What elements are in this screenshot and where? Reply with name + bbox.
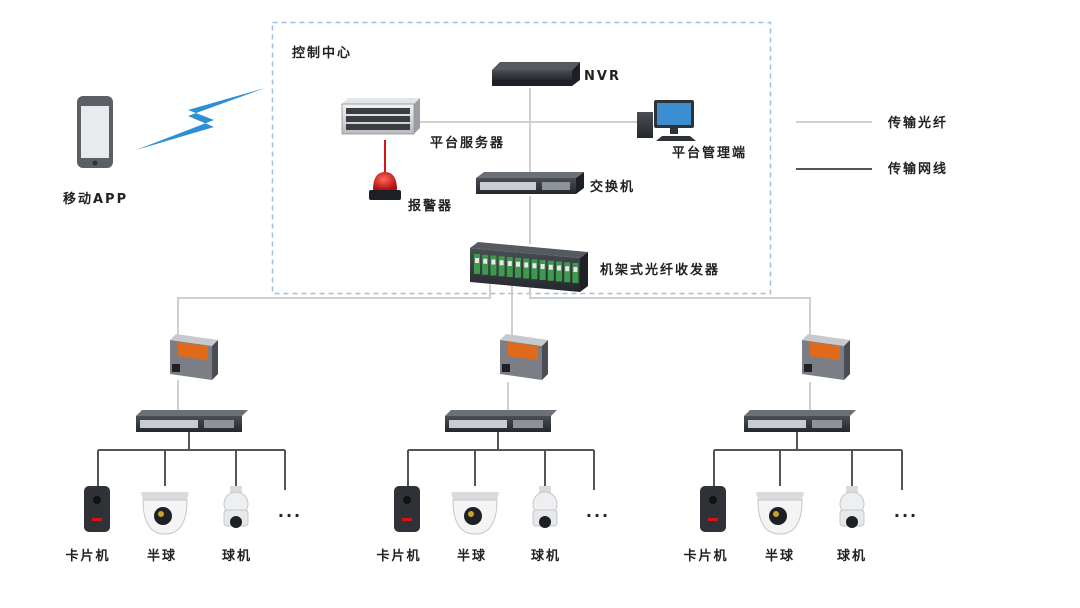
- lightning-icon: [136, 88, 265, 150]
- access-switch-device: [445, 410, 557, 432]
- rack-module-slot: [523, 258, 530, 279]
- switch-label: 交换机: [590, 180, 636, 195]
- branch-3-dome-camera-label: 半球: [764, 549, 796, 564]
- dome-camera-device: [141, 492, 189, 535]
- nvr-device: [492, 62, 580, 86]
- alarm-label: 报警器: [408, 199, 454, 214]
- alarm-device: [369, 140, 401, 200]
- dome-camera-device: [451, 492, 499, 535]
- branch-3-more-indicator: ···: [893, 506, 919, 525]
- rack-module-slot: [556, 261, 562, 282]
- mobile-app-label: 移动APP: [63, 192, 129, 207]
- branch-2-more-indicator: ···: [585, 506, 611, 525]
- rack-module-slot: [564, 262, 571, 283]
- rack-module-slot: [572, 263, 579, 283]
- ptz-camera-device: [223, 486, 249, 528]
- branch-3-card-camera-label: 卡片机: [683, 549, 729, 564]
- branch-2-card-camera-label: 卡片机: [376, 549, 422, 564]
- fiber-distribution-lines: [177, 282, 811, 412]
- access-switch-device: [744, 410, 856, 432]
- legend-fiber-label: 传输光纤: [888, 116, 949, 131]
- media-converter-device: [802, 334, 850, 380]
- rack-module-slot: [498, 256, 505, 277]
- media-converter-device: [170, 334, 218, 380]
- rack-module-slot: [515, 257, 521, 278]
- branch-1-ptz-camera-label: 球机: [221, 549, 253, 564]
- legend-cable-label: 传输网线: [888, 162, 949, 177]
- branch-2-ptz-camera-label: 球机: [530, 549, 562, 564]
- branch-3-ptz-camera-label: 球机: [836, 549, 868, 564]
- branch-1-more-indicator: ···: [277, 506, 303, 525]
- control-center-title: 控制中心: [292, 46, 353, 61]
- control-center-links: [415, 88, 640, 244]
- branch-1: [84, 334, 286, 535]
- access-switch-device: [136, 410, 248, 432]
- branch-2: [394, 334, 595, 535]
- rack-module-slot: [531, 259, 538, 280]
- branch-1-card-camera-label: 卡片机: [65, 549, 111, 564]
- network-cable-lines: [407, 432, 595, 490]
- core-switch-device: [476, 172, 584, 194]
- branch-3: [700, 334, 903, 535]
- nvr-label: NVR: [584, 69, 621, 84]
- branch-1-dome-camera-label: 半球: [146, 549, 178, 564]
- rack-module-slot: [474, 254, 480, 274]
- mobile-phone-device: [77, 96, 113, 168]
- rack-module-slot: [490, 255, 497, 276]
- platform-server-device: [341, 98, 420, 135]
- rack-module-slot: [539, 260, 546, 280]
- branch-2-dome-camera-label: 半球: [456, 549, 488, 564]
- card-camera-device: [700, 486, 726, 532]
- rack-module-slot: [506, 257, 513, 277]
- branches-layer: [84, 334, 903, 535]
- dome-camera-device: [756, 492, 804, 535]
- card-camera-device: [84, 486, 110, 532]
- ptz-camera-device: [839, 486, 865, 528]
- platform-server-label: 平台服务器: [430, 136, 506, 151]
- ptz-camera-device: [532, 486, 558, 528]
- card-camera-device: [394, 486, 420, 532]
- rack-module-slot: [482, 254, 489, 275]
- rack-module-slot: [547, 260, 554, 281]
- rack-transceiver-label: 机架式光纤收发器: [600, 263, 721, 278]
- rack-transceiver-device: [470, 242, 588, 292]
- platform-manager-label: 平台管理端: [672, 146, 748, 161]
- media-converter-device: [500, 334, 548, 380]
- control-center-frame: [271, 21, 772, 295]
- network-cable-lines: [97, 432, 286, 490]
- network-cable-lines: [713, 432, 903, 490]
- platform-manager-device: [637, 100, 696, 141]
